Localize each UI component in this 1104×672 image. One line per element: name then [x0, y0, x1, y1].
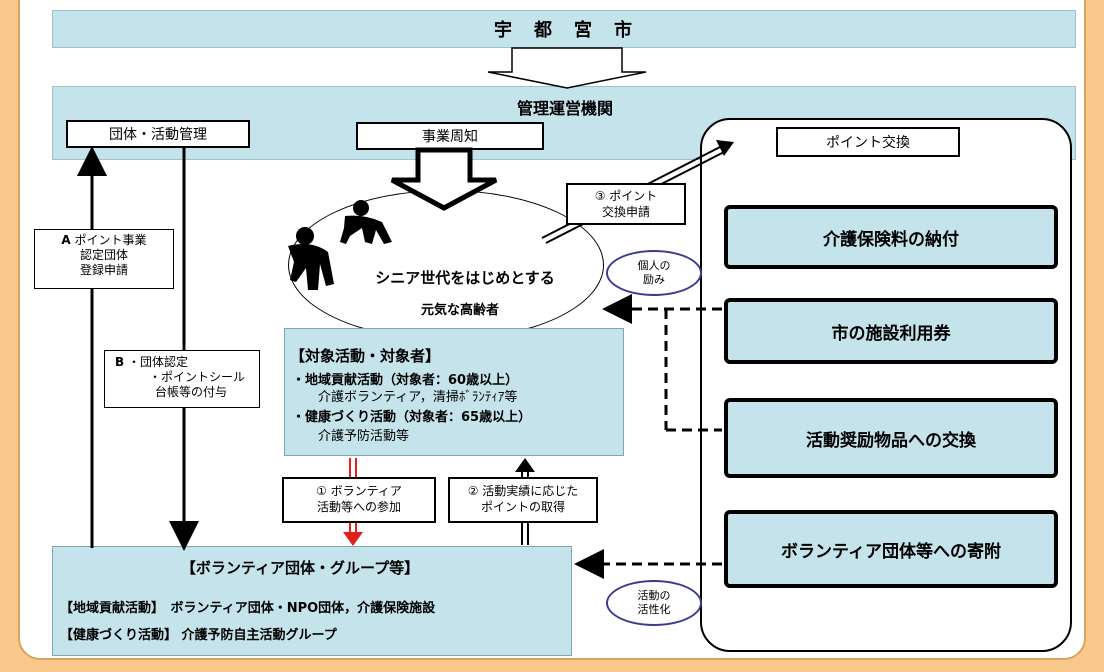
notice-to-elderly-arrow — [390, 147, 498, 211]
label-a-mark: A — [61, 233, 71, 247]
activity-health-desc: 介護予防活動等 — [318, 429, 410, 444]
arrow-exchange-request — [716, 140, 734, 156]
arrow-participation — [343, 532, 363, 546]
agency-title: 管理運営機関 — [516, 99, 613, 118]
label-1-line1: ボランティア — [330, 484, 402, 498]
label-2-mark: ② — [467, 484, 479, 498]
pill-encouragement-line1: 個人の — [637, 259, 671, 272]
label-a-registration: A ポイント事業 認定団体 登録申請 — [34, 229, 174, 289]
city-banner: 宇 都 宮 市 — [52, 10, 1076, 48]
label-a-line2: 認定団体 — [79, 248, 128, 262]
exchange-option-facility: 市の施設利用券 — [724, 298, 1058, 364]
notice-box: 事業周知 — [356, 122, 544, 150]
label-1-participation: ① ボランティア 活動等への参加 — [282, 477, 436, 523]
label-3-line2: 交換申請 — [601, 205, 650, 219]
elderly-line2: 元気な高齢者 — [420, 302, 499, 318]
label-2-points: ② 活動実績に応じた ポイントの取得 — [448, 477, 598, 523]
label-2-line2: ポイントの取得 — [480, 500, 565, 514]
label-2-line1: 活動実績に応じた — [482, 484, 579, 498]
city-to-agency-arrow — [487, 47, 647, 89]
group-mgmt-box: 団体・活動管理 — [66, 120, 250, 148]
label-a-line3: 登録申請 — [79, 263, 128, 277]
activities-title: 【対象活動・対象者】 — [290, 347, 441, 365]
label-b-mark: B — [115, 355, 125, 369]
label-3-exchange: ③ ポイント 交換申請 — [566, 183, 686, 225]
exchange-option-insurance: 介護保険料の納付 — [724, 205, 1058, 269]
pill-activation-line2: 活性化 — [637, 603, 671, 616]
exchange-title: ポイント交換 — [776, 127, 960, 157]
label-3-line1: ポイント — [609, 189, 658, 203]
groups-title: 【ボランティア団体・グループ等】 — [180, 558, 420, 577]
label-b-certification: B ・団体認定 ・ポイントシール 台帳等の付与 — [104, 350, 260, 408]
groups-line1: 【地域貢献活動】 ボランティア団体・NPO団体，介護保険施設 — [60, 601, 436, 616]
label-b-line1: ・団体認定 — [127, 355, 188, 369]
pill-activation: 活動の 活性化 — [606, 580, 702, 626]
exchange-option-goods: 活動奨励物品への交換 — [724, 398, 1058, 478]
arrow-points — [515, 458, 535, 472]
pill-encouragement: 個人の 励み — [606, 250, 702, 296]
elderly-silhouette-icon — [288, 200, 392, 290]
elderly-line1: シニア世代をはじめとする — [375, 268, 555, 287]
pill-encouragement-line2: 励み — [643, 273, 665, 286]
label-b-line3: 台帳等の付与 — [155, 385, 228, 399]
label-1-line2: 活動等への参加 — [316, 500, 401, 514]
label-a-line1: ポイント事業 — [74, 233, 147, 247]
elderly-ellipse — [288, 190, 604, 340]
activity-community-desc: 介護ボランティア，清掃ﾎﾞﾗﾝﾃｨｱ等 — [318, 390, 518, 405]
activities-panel — [284, 328, 624, 456]
pill-activation-line1: 活動の — [637, 589, 671, 602]
exchange-option-donation: ボランティア団体等への寄附 — [724, 510, 1058, 588]
label-1-mark: ① — [316, 484, 327, 498]
label-b-line2: ・ポイントシール — [149, 370, 246, 384]
activity-health-title: ・健康づくり活動（対象者：65歳以上） — [292, 410, 532, 425]
groups-line2: 【健康づくり活動】 介護予防自主活動グループ — [60, 628, 337, 643]
activity-community-title: ・地域貢献活動（対象者：60歳以上） — [292, 373, 519, 388]
label-3-mark: ③ — [594, 189, 606, 203]
groups-panel — [52, 546, 572, 656]
